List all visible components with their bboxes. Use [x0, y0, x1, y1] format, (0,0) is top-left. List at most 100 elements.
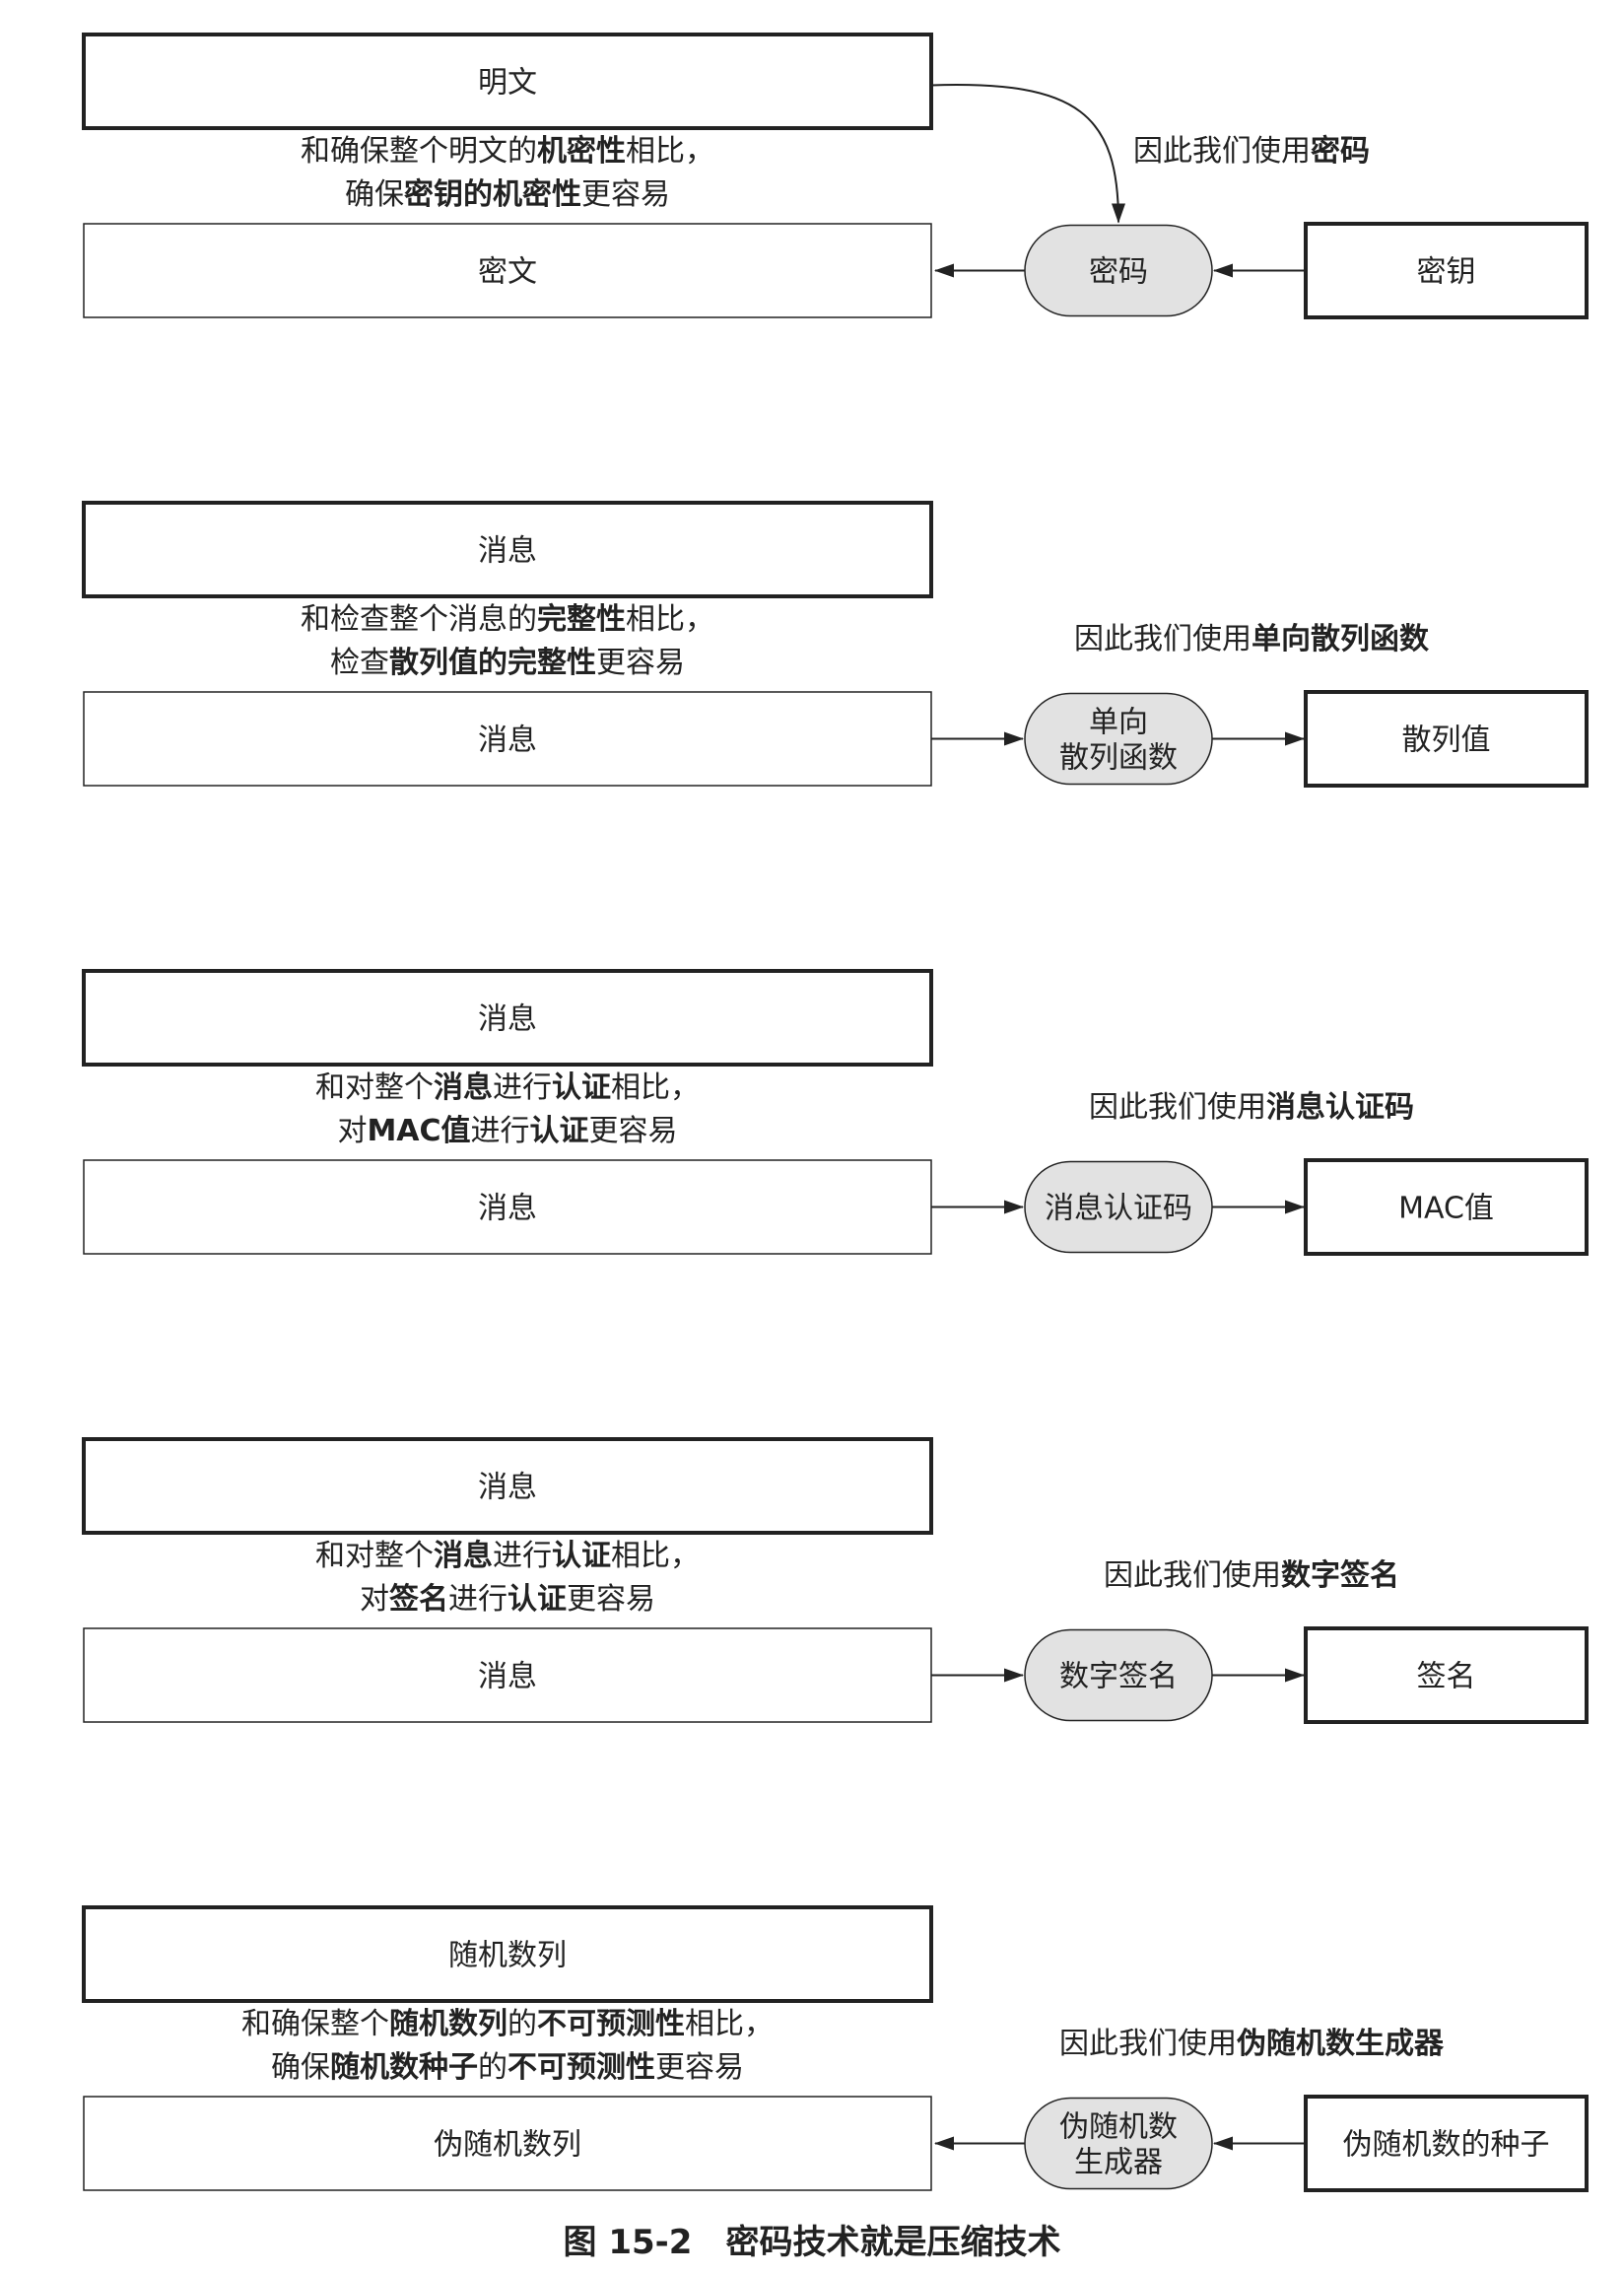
- comparison-line-1-segment: 和确保整个明文的: [301, 134, 537, 169]
- top-box-label: 消息: [478, 1002, 537, 1037]
- bottom-box: [83, 223, 932, 318]
- bottom-box-label: 消息: [478, 1660, 537, 1694]
- side-box: [1304, 690, 1589, 788]
- comparison-line-1-segment: 消息: [434, 1539, 493, 1573]
- bottom-box: [83, 691, 932, 787]
- conclusion-line-segment: 因此我们使用: [1059, 2027, 1237, 2061]
- bottom-box-label: 消息: [478, 1192, 537, 1226]
- comparison-line-1: 和确保整个随机数列的不可预测性相比，: [241, 2007, 774, 2041]
- comparison-line-1-segment: 完整性: [537, 602, 626, 637]
- technology-pill-line: 伪随机数: [1059, 2110, 1178, 2145]
- comparison-line-2-segment: 检查: [330, 646, 389, 680]
- bottom-box: [83, 2096, 932, 2191]
- comparison-line-2-segment: 认证: [508, 1582, 567, 1617]
- comparison-line-1-segment: 和对整个: [315, 1070, 434, 1105]
- technology-pill-line: 散列函数: [1059, 741, 1178, 776]
- conclusion-line-segment: 因此我们使用: [1104, 1558, 1281, 1593]
- comparison-line-2-segment: 散列值的完整性: [389, 646, 596, 680]
- comparison-line-2-segment: 更容易: [596, 646, 685, 680]
- comparison-line-2-segment: 更容易: [589, 1114, 678, 1148]
- top-box: [82, 1905, 933, 2003]
- technology-pill-label: 单向散列函数: [1059, 706, 1178, 776]
- comparison-line-2-segment: 确保: [271, 2050, 330, 2085]
- comparison-line-1-segment: 和确保整个: [241, 2007, 389, 2041]
- top-box-label: 消息: [478, 1471, 537, 1505]
- comparison-line-1-segment: 消息: [434, 1070, 493, 1105]
- conclusion-line-segment: 因此我们使用: [1133, 134, 1311, 169]
- comparison-line-1-segment: 相比，: [611, 1070, 700, 1105]
- bottom-box-label: 密文: [478, 255, 537, 290]
- bottom-box: [83, 1159, 932, 1255]
- top-box: [82, 501, 933, 598]
- technology-pill-line: 生成器: [1074, 2146, 1163, 2180]
- curved-flow-arrow: [930, 84, 1125, 224]
- technology-pill-line: 密码: [1089, 255, 1148, 290]
- conclusion-line: 因此我们使用单向散列函数: [1074, 622, 1430, 656]
- side-box-label: MAC值: [1398, 1192, 1494, 1226]
- technology-pill-line: 单向: [1089, 706, 1148, 740]
- comparison-line-2-segment: 对: [360, 1582, 389, 1617]
- bottom-box-label: 伪随机数列: [434, 2128, 581, 2163]
- comparison-line-1: 和对整个消息进行认证相比，: [315, 1539, 700, 1573]
- conclusion-line-segment: 伪随机数生成器: [1237, 2027, 1445, 2061]
- comparison-line-2-segment: 随机数种子: [330, 2050, 478, 2085]
- figure-caption: 图 15-2 密码技术就是压缩技术: [564, 2223, 1061, 2262]
- technology-pill-label: 消息认证码: [1045, 1192, 1192, 1226]
- comparison-line-2-segment: 密钥的机密性: [404, 177, 581, 212]
- comparison-line-2-segment: 确保: [345, 177, 404, 212]
- section-mac: 消息和对整个消息进行认证相比，对MAC值进行认证更容易因此我们使用消息认证码消息…: [82, 969, 1589, 1256]
- comparison-line-1: 和确保整个明文的机密性相比，: [301, 134, 714, 169]
- top-box-label: 随机数列: [448, 1939, 567, 1973]
- side-box-label: 签名: [1417, 1660, 1476, 1694]
- side-box: [1304, 2095, 1589, 2192]
- technology-pill-label: 数字签名: [1059, 1660, 1178, 1694]
- side-box-label: 密钥: [1417, 255, 1476, 290]
- top-box: [82, 33, 933, 130]
- bottom-box-label: 消息: [478, 724, 537, 758]
- comparison-line-2-segment: 更容易: [655, 2050, 744, 2085]
- section-signature: 消息和对整个消息进行认证相比，对签名进行认证更容易因此我们使用数字签名消息数字签…: [82, 1437, 1589, 1724]
- technology-pill-line: 数字签名: [1059, 1660, 1178, 1694]
- conclusion-line-segment: 单向散列函数: [1252, 622, 1430, 656]
- conclusion-line: 因此我们使用密码: [1133, 134, 1370, 169]
- comparison-line-2-segment: 的: [478, 2050, 508, 2085]
- comparison-line-1-segment: 认证: [552, 1539, 611, 1573]
- side-box-label: 伪随机数的种子: [1343, 2128, 1550, 2163]
- comparison-line-2: 确保密钥的机密性更容易: [345, 177, 670, 212]
- comparison-line-2-segment: 认证: [530, 1114, 589, 1148]
- comparison-line-1-segment: 认证: [552, 1070, 611, 1105]
- technology-pill-label: 伪随机数生成器: [1059, 2110, 1178, 2180]
- comparison-line-1-segment: 进行: [493, 1539, 552, 1573]
- comparison-line-2-segment: 进行: [471, 1114, 530, 1148]
- comparison-line-2: 检查散列值的完整性更容易: [330, 646, 685, 680]
- comparison-line-2-segment: 对: [337, 1114, 367, 1148]
- comparison-line-1-segment: 相比，: [626, 602, 714, 637]
- comparison-line-1-segment: 机密性: [537, 134, 626, 169]
- technology-pill-line: 消息认证码: [1045, 1192, 1192, 1226]
- comparison-line-1-segment: 相比，: [685, 2007, 774, 2041]
- technology-pill-label: 密码: [1089, 255, 1148, 290]
- side-box: [1304, 1626, 1589, 1724]
- conclusion-line-segment: 数字签名: [1281, 1558, 1399, 1593]
- conclusion-line: 因此我们使用数字签名: [1104, 1558, 1399, 1593]
- comparison-line-2-segment: 更容易: [581, 177, 670, 212]
- comparison-line-1-segment: 相比，: [611, 1539, 700, 1573]
- comparison-line-2-segment: MAC值: [367, 1114, 470, 1148]
- comparison-line-1: 和检查整个消息的完整性相比，: [301, 602, 714, 637]
- comparison-line-1-segment: 进行: [493, 1070, 552, 1105]
- section-cipher: 明文和确保整个明文的机密性相比，确保密钥的机密性更容易因此我们使用密码密文密码密…: [82, 33, 1589, 319]
- comparison-line-2-segment: 不可预测性: [508, 2050, 655, 2085]
- conclusion-line-segment: 密码: [1311, 134, 1370, 169]
- top-box-label: 消息: [478, 534, 537, 569]
- side-box: [1304, 1158, 1589, 1256]
- top-box: [82, 969, 933, 1067]
- conclusion-line-segment: 因此我们使用: [1089, 1090, 1266, 1125]
- comparison-line-2: 对MAC值进行认证更容易: [337, 1114, 677, 1148]
- side-box-label: 散列值: [1402, 724, 1491, 758]
- bottom-box: [83, 1627, 932, 1723]
- side-box: [1304, 222, 1589, 319]
- top-box: [82, 1437, 933, 1535]
- comparison-line-2: 对签名进行认证更容易: [360, 1582, 655, 1617]
